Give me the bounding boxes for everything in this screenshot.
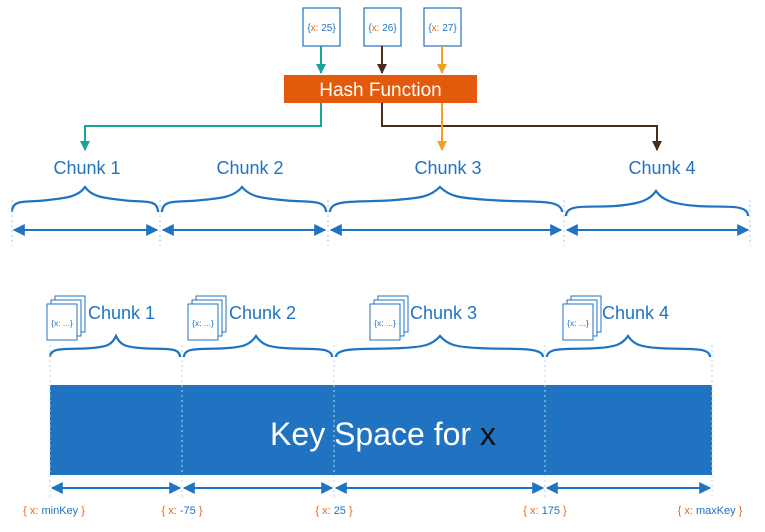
hash-function-label: Hash Function bbox=[319, 80, 442, 101]
top-brace-chunk-4 bbox=[564, 189, 750, 217]
route-x25-to-chunk-1 bbox=[80, 103, 322, 151]
bottom-chunk-3-label: Chunk 3 bbox=[410, 303, 477, 323]
top-chunk-2-label: Chunk 2 bbox=[216, 158, 283, 178]
doc-stack-chunk-3: {x: ...} bbox=[369, 295, 409, 341]
doc-label: {x: ...} bbox=[374, 318, 396, 328]
doc-label: {x: ...} bbox=[51, 318, 73, 328]
top-chunk-4-label: Chunk 4 bbox=[628, 158, 695, 178]
top-separators bbox=[11, 200, 751, 246]
key-doc-x25: {x: 25} bbox=[302, 7, 341, 47]
bottom-chunk-4-label: Chunk 4 bbox=[602, 303, 669, 323]
doc-label: {x: ...} bbox=[567, 318, 589, 328]
svg-text:{x: 26}: {x: 26} bbox=[368, 23, 397, 34]
bottom-brace-chunk-4 bbox=[545, 334, 712, 358]
top-brace-chunk-1 bbox=[10, 185, 160, 213]
top-brace-chunk-3 bbox=[328, 185, 564, 213]
svg-text:{x: 27}: {x: 27} bbox=[428, 23, 457, 34]
key-doc-x26: {x: 26} bbox=[363, 7, 402, 47]
hash-function-box: Hash Function bbox=[284, 75, 477, 103]
boundary-label-maxkey: { x: maxKey } bbox=[678, 505, 743, 517]
key-space-label: Key Space for x bbox=[270, 416, 496, 452]
bottom-brace-chunk-2 bbox=[182, 334, 334, 358]
boundary-label-neg75: { x: -75 } bbox=[162, 505, 203, 517]
key-space-bar bbox=[50, 385, 712, 475]
bottom-chunk-2-label: Chunk 2 bbox=[229, 303, 296, 323]
boundary-label-175: { x: 175 } bbox=[523, 505, 567, 517]
key-space-var: x bbox=[480, 416, 496, 452]
bottom-chunk-1-label: Chunk 1 bbox=[88, 303, 155, 323]
bottom-brace-chunk-1 bbox=[48, 333, 182, 358]
doc-stack-chunk-4: {x: ...} bbox=[562, 295, 602, 341]
bottom-brace-chunk-3 bbox=[334, 334, 545, 358]
top-chunk-3-label: Chunk 3 bbox=[414, 158, 481, 178]
svg-text:{x: 25}: {x: 25} bbox=[307, 23, 336, 34]
boundary-label-minkey: { x: minKey } bbox=[23, 505, 85, 517]
key-doc-x27: {x: 27} bbox=[423, 7, 462, 47]
doc-stack-chunk-1: {x: ...} bbox=[46, 295, 86, 341]
top-brace-chunk-2 bbox=[160, 185, 328, 213]
route-x26-to-chunk-4 bbox=[381, 103, 662, 151]
bottom-separators bbox=[49, 345, 713, 500]
doc-stack-chunk-2: {x: ...} bbox=[187, 295, 227, 341]
doc-label: {x: ...} bbox=[192, 318, 214, 328]
boundary-label-25: { x: 25 } bbox=[315, 505, 353, 517]
top-chunk-1-label: Chunk 1 bbox=[53, 158, 120, 178]
